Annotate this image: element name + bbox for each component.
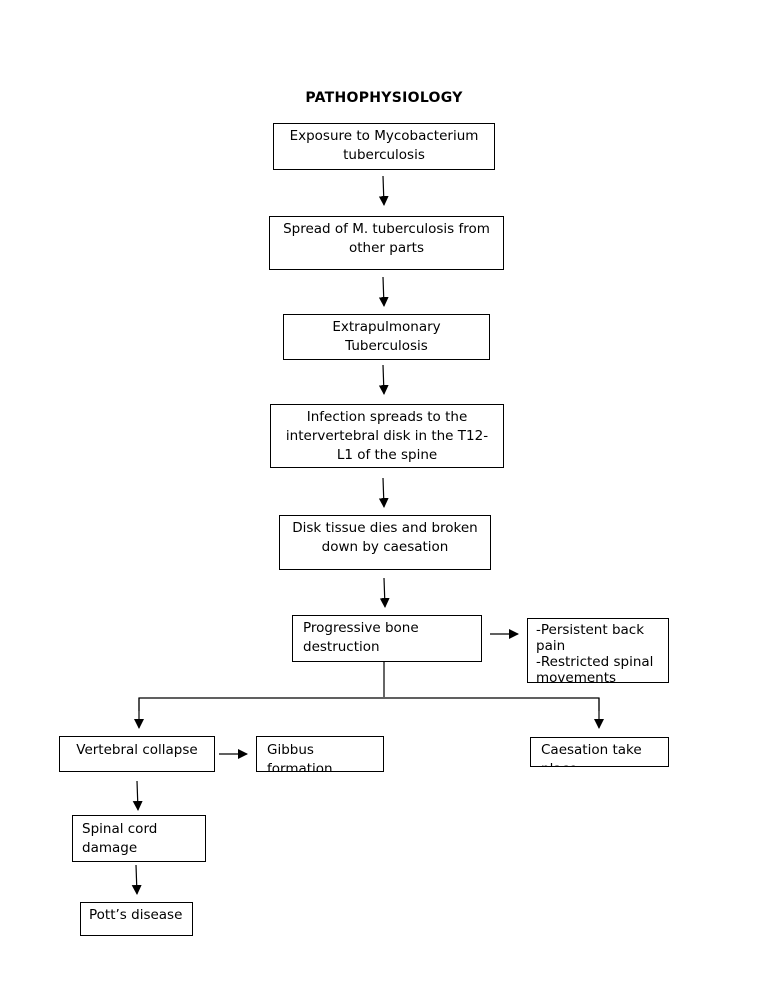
node-disk-dies: Disk tissue dies and broken down by caes… [279,515,491,570]
branch-bar [138,697,600,711]
node-spinal-cord: Spinal cord damage [72,815,206,862]
node-gibbus: Gibbus formation [256,736,384,772]
arrow-extrapulmonary-to-infection [378,364,389,395]
arrow-spinal-cord-to-potts [131,864,142,895]
node-exposure: Exposure to Mycobacterium tuberculosis [273,123,495,170]
node-caesation: Caesation take place [530,737,669,767]
node-extrapulmonary: Extrapulmonary Tuberculosis [283,314,490,360]
node-spread: Spread of M. tuberculosis from other par… [269,216,504,270]
node-potts: Pott’s disease [80,902,193,936]
node-symptoms: -Persistent back pain -Restricted spinal… [527,618,669,683]
arrow-exposure-to-spread [378,175,389,206]
arrow-spread-to-extrapulmonary [378,276,389,307]
node-bone-destruction: Progressive bone destruction [292,615,482,662]
diagram-title: PATHOPHYSIOLOGY [305,90,463,106]
arrow-infection-to-disk [378,477,389,508]
arrow-disk-to-bone [379,577,390,608]
node-infection: Infection spreads to the intervertebral … [270,404,504,468]
arrow-collapse-to-spinal-cord [132,780,143,811]
node-vertebral-collapse: Vertebral collapse [59,736,215,772]
